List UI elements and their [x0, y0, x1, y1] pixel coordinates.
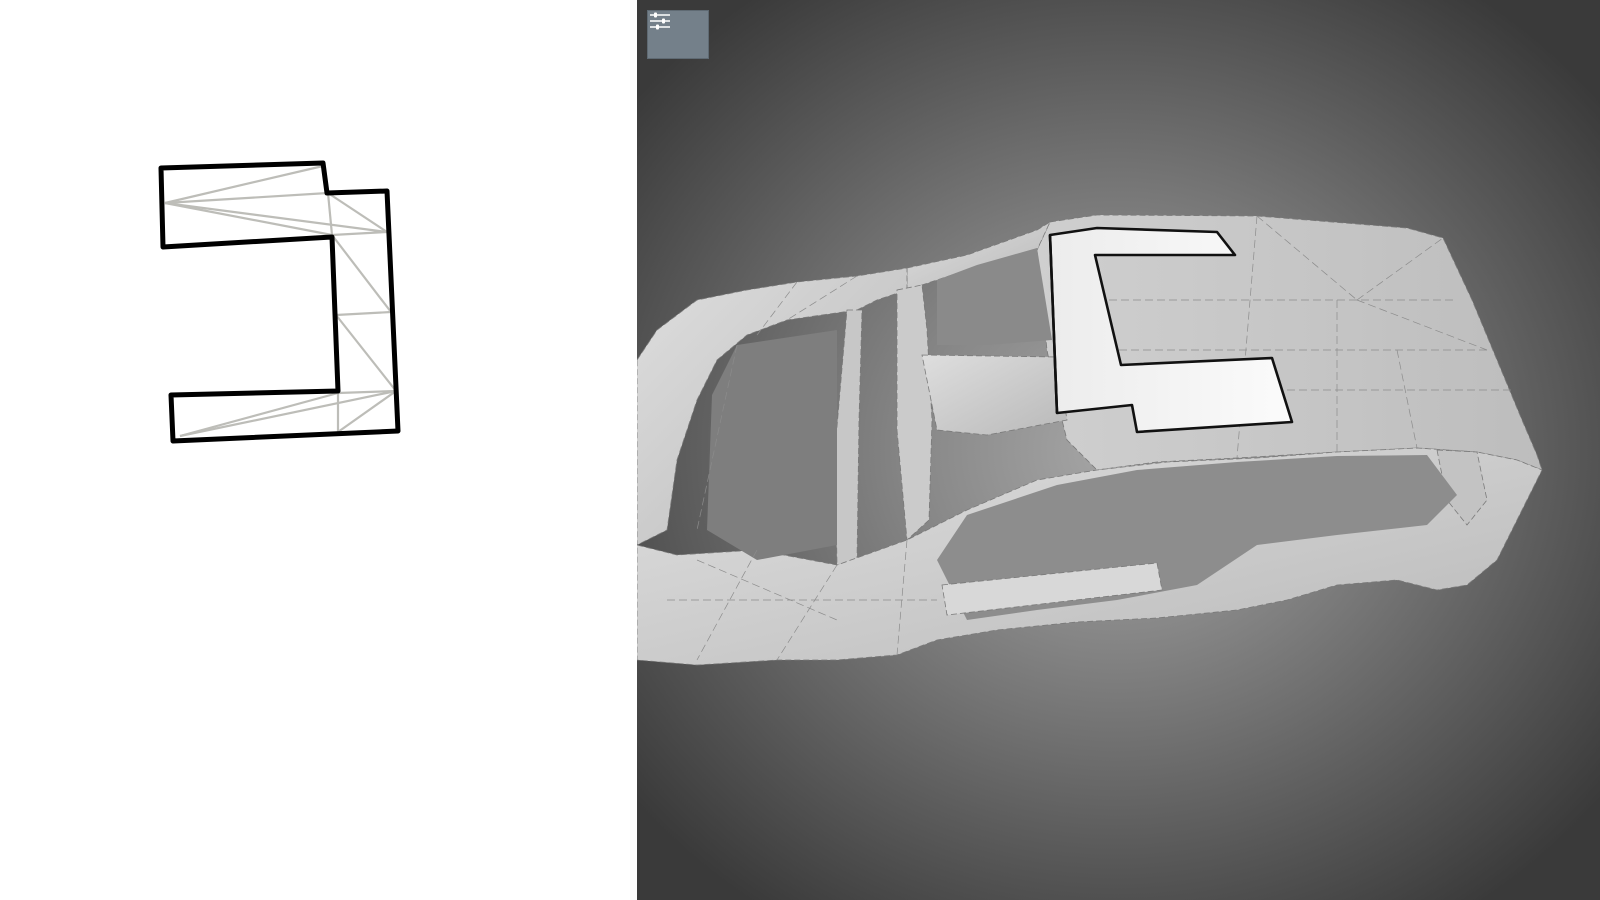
model-3d-view[interactable]	[637, 0, 1600, 900]
selected-face-edge	[1048, 234, 1059, 414]
settings-button[interactable]	[647, 10, 709, 59]
sliders-icon	[650, 12, 670, 30]
pattern-outline[interactable]	[158, 160, 401, 444]
front-pillar	[834, 309, 863, 566]
front-window-opening	[707, 330, 837, 560]
selected-face[interactable]	[1048, 226, 1294, 434]
rear-quarter	[1436, 449, 1488, 526]
windshield-opening	[937, 248, 1052, 345]
pattern-canvas[interactable]	[0, 0, 637, 900]
b-pillar	[896, 284, 933, 541]
side-sill	[921, 354, 1068, 436]
fold-lines	[164, 164, 397, 438]
pattern-view[interactable]	[0, 0, 637, 900]
front-hood	[637, 267, 908, 546]
model-canvas[interactable]	[637, 0, 1600, 900]
rocker-panel	[941, 562, 1163, 616]
